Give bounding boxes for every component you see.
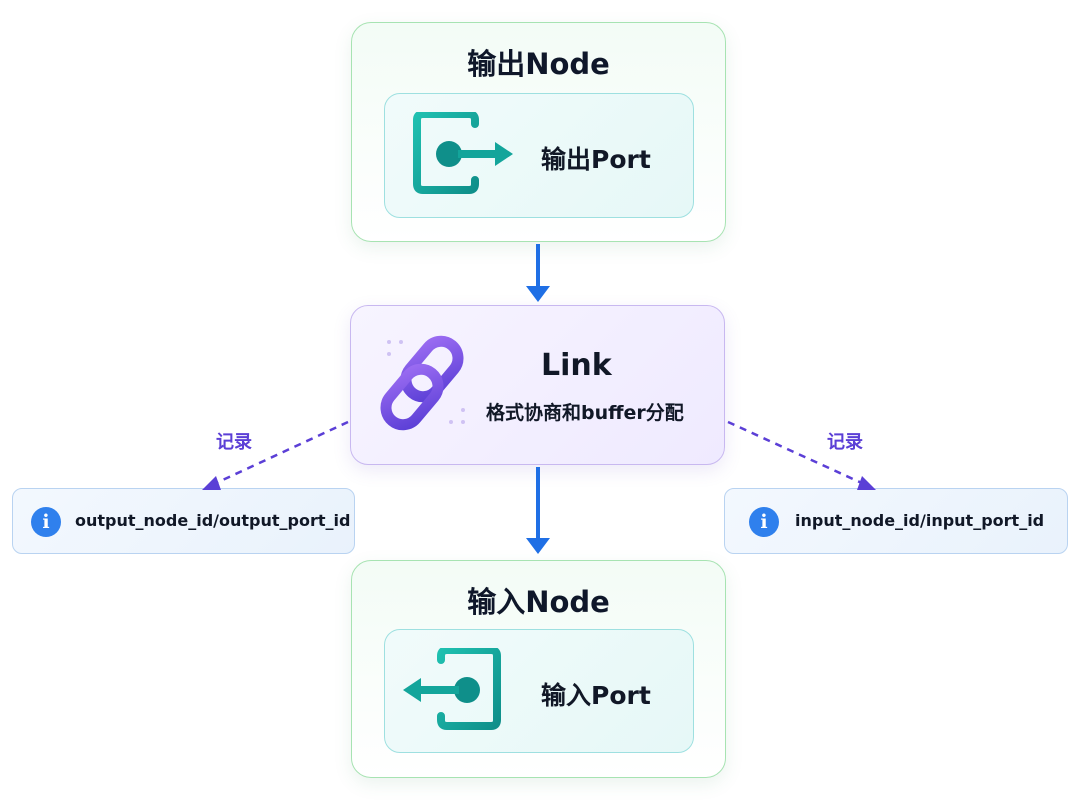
left-record-label: 记录	[216, 432, 252, 453]
info-icon: i	[31, 507, 61, 537]
output-port: 输出Port	[384, 93, 694, 218]
input-node-title: 输入Node	[467, 585, 610, 619]
link-subtitle: 格式协商和buffer分配	[486, 402, 684, 424]
input-record-text: input_node_id/input_port_id	[795, 511, 1045, 530]
input-port-icon	[403, 648, 501, 730]
input-record-box: i input_node_id/input_port_id	[724, 488, 1068, 554]
record-arrow-right	[727, 420, 876, 490]
output-node: 输出Node 输出Port	[351, 22, 726, 242]
input-node: 输入Node 输入Port	[351, 560, 726, 778]
input-port: 输入Port	[384, 629, 694, 753]
output-record-text: output_node_id/output_port_id	[75, 511, 351, 530]
input-port-label: 输入Port	[541, 681, 651, 710]
link-box: Link 格式协商和buffer分配	[350, 305, 725, 465]
output-node-title: 输出Node	[467, 47, 610, 81]
chain-link-icon	[380, 335, 465, 431]
flow-arrow-top	[526, 244, 550, 302]
link-title: Link	[541, 348, 612, 383]
output-port-icon	[413, 112, 513, 194]
output-record-box: i output_node_id/output_port_id	[12, 488, 355, 554]
record-arrow-left	[202, 420, 349, 490]
flow-arrow-bottom	[526, 467, 550, 554]
right-record-label: 记录	[827, 432, 863, 453]
info-icon: i	[749, 507, 779, 537]
output-port-label: 输出Port	[541, 145, 651, 174]
